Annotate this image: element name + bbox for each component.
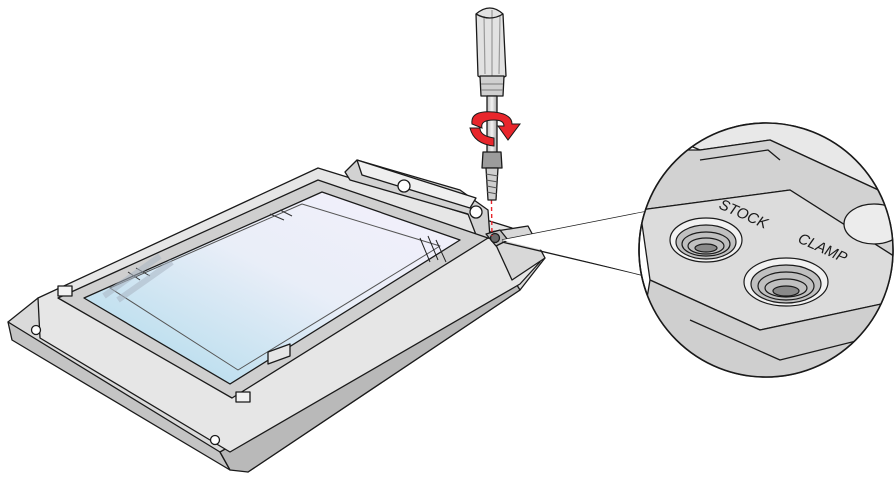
transport-screw-hole [489, 232, 501, 244]
scanner-body [7, 159, 546, 473]
rotate-clockwise-icon [469, 111, 521, 147]
glass-platen [83, 191, 461, 385]
magnified-detail: STOCK CLAMP [638, 122, 894, 378]
stock-hole [669, 217, 743, 263]
screwdriver-icon [475, 7, 507, 201]
clamp-hole [743, 257, 829, 307]
